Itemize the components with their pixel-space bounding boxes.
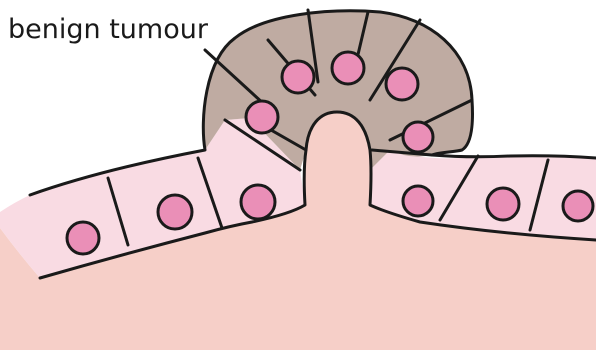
nucleus [282, 61, 314, 93]
nucleus [246, 101, 278, 133]
nucleus [386, 68, 418, 100]
diagram-label: benign tumour [8, 14, 208, 45]
nucleus [563, 191, 593, 221]
nucleus [158, 195, 192, 229]
nucleus [67, 222, 99, 254]
nucleus [332, 52, 364, 84]
nucleus [241, 185, 275, 219]
nucleus [403, 122, 433, 152]
nucleus [403, 186, 433, 216]
nucleus [487, 188, 519, 220]
